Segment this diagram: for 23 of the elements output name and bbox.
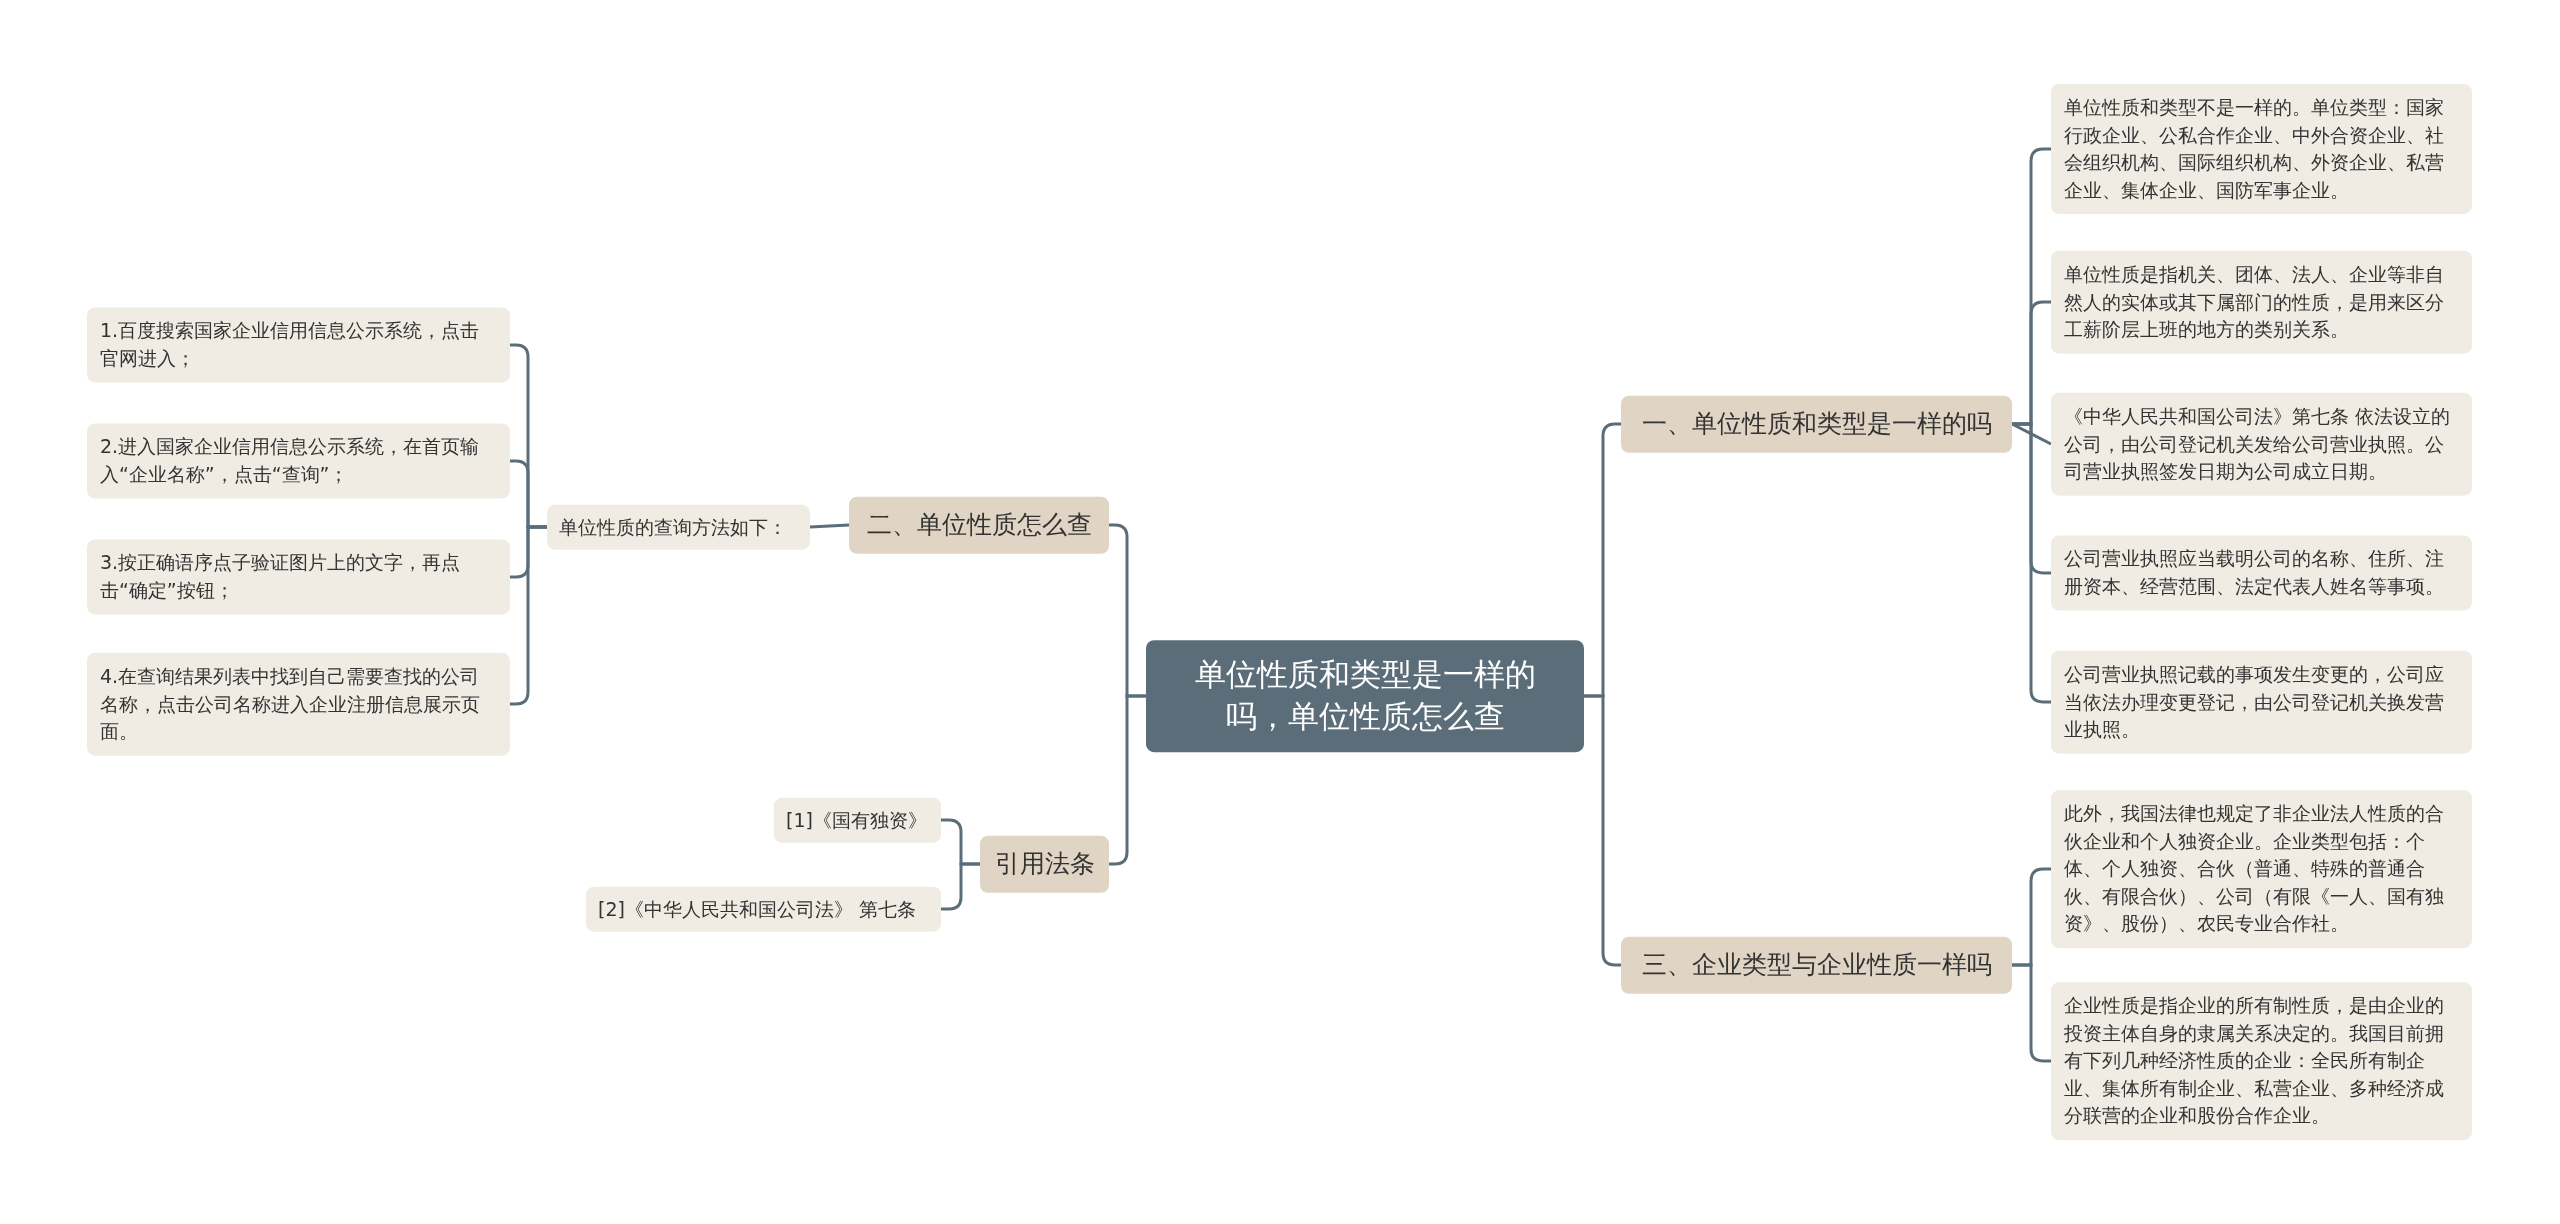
subtopic-box: [2]《中华人民共和国公司法》 第七条 <box>586 886 941 932</box>
subtopic-box: [1]《国有独资》 <box>774 797 941 843</box>
note-box: 公司营业执照应当载明公司的名称、住所、注册资本、经营范围、法定代表人姓名等事项。 <box>2051 535 2472 611</box>
connector-line <box>809 523 850 529</box>
subtopic-box: 单位性质的查询方法如下： <box>547 504 810 550</box>
note-box: 1.百度搜索国家企业信用信息公示系统，点击官网进入； <box>87 307 510 383</box>
note-box: 此外，我国法律也规定了非企业法人性质的合伙企业和个人独资企业。企业类型包括：个体、个人独资、合伙（普通、特殊的普通合伙、有限合伙）、公司（有限《一人、国有独资》、股份）、农民专业合作社。 <box>2051 790 2472 948</box>
note-box: 2.进入国家企业信用信息公示系统，在首页输入“企业名称”，点击“查询”； <box>87 423 510 499</box>
topic-box: 引用法条 <box>980 835 1109 893</box>
topic-box: 一、单位性质和类型是一样的吗 <box>1621 395 2012 453</box>
note-box: 企业性质是指企业的所有制性质，是由企业的投资主体自身的隶属关系决定的。我国目前拥有下列几种经济性质的企业：全民所有制企业、集体所有制企业、私营企业、多种经济成分联营的企业和股份合作企业。 <box>2051 982 2472 1140</box>
topic-box: 三、企业类型与企业性质一样吗 <box>1621 936 2012 994</box>
note-box: 单位性质是指机关、团体、法人、企业等非自然人的实体或其下属部门的性质，是用来区分工薪阶层上班的地方的类别关系。 <box>2051 250 2472 354</box>
connector-line <box>941 862 980 911</box>
note-box: 3.按正确语序点子验证图片上的文字，再点击“确定”按钮； <box>87 539 510 615</box>
note-box: 公司营业执照记载的事项发生变更的，公司应当依法办理变更登记，由公司登记机关换发营业执照。 <box>2051 650 2472 754</box>
connector-line <box>2012 422 2051 704</box>
note-box: 单位性质和类型不是一样的。单位类型：国家行政企业、公私合作企业、中外合资企业、社会组织机构、国际组织机构、外资企业、私营企业、集体企业、国防军事企业。 <box>2051 83 2472 215</box>
note-box: 4.在查询结果列表中找到自己需要查找的公司名称，点击公司名称进入企业注册信息展示页面。 <box>87 652 510 756</box>
connector-line <box>2012 963 2051 1063</box>
central-topic-box: 单位性质和类型是一样的吗，单位性质怎么查 <box>1146 640 1584 752</box>
topic-box: 二、单位性质怎么查 <box>849 496 1109 554</box>
note-box: 《中华人民共和国公司法》第七条 依法设立的公司，由公司登记机关发给公司营业执照。公司营业执照签发日期为公司成立日期。 <box>2051 392 2472 496</box>
